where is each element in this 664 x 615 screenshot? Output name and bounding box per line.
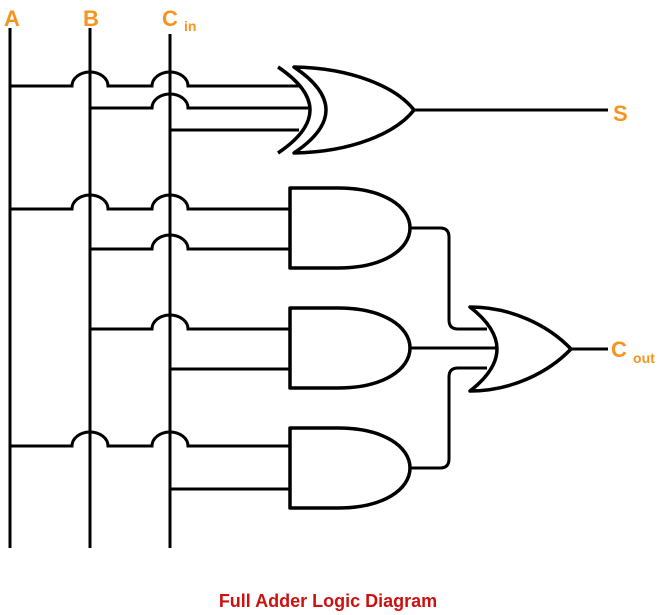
and1-input-wire-a [10,193,293,211]
input-label-cin: C in [162,6,196,34]
output-label-cout: C out [611,337,655,366]
output-label-sum-text: S [613,101,628,126]
input-label-a: A [4,6,20,31]
and3-input-wire-a [10,430,293,448]
gates [277,65,573,510]
and2-input-wire-b [90,313,293,331]
and-gate-1 [288,186,412,270]
diagram-title-text: Full Adder Logic Diagram [219,591,437,611]
output-label-cout-subscript: out [633,350,655,366]
wires [8,28,608,548]
input-label-cin-subscript: in [184,18,196,34]
output-label-cout-base: C [611,337,627,362]
output-label-sum: S [613,101,628,126]
input-label-cin-base: C [162,6,178,31]
xor-gate-body [292,65,416,155]
xor-gate [277,65,416,155]
input-label-b-text: B [83,6,99,31]
and3-to-or-wire [409,366,487,470]
and-gate-3 [288,426,412,510]
input-label-a-text: A [4,6,20,31]
xor-gate-leading-arc [277,65,312,155]
input-label-b: B [83,6,99,31]
xor-input-wire-a [10,70,299,88]
and-gate-2 [288,306,412,390]
and1-input-wire-b [90,233,293,251]
diagram-title: Full Adder Logic Diagram [219,591,437,611]
and1-to-or-wire [409,226,487,331]
xor-input-wire-b [90,92,310,110]
or-gate [468,305,573,393]
